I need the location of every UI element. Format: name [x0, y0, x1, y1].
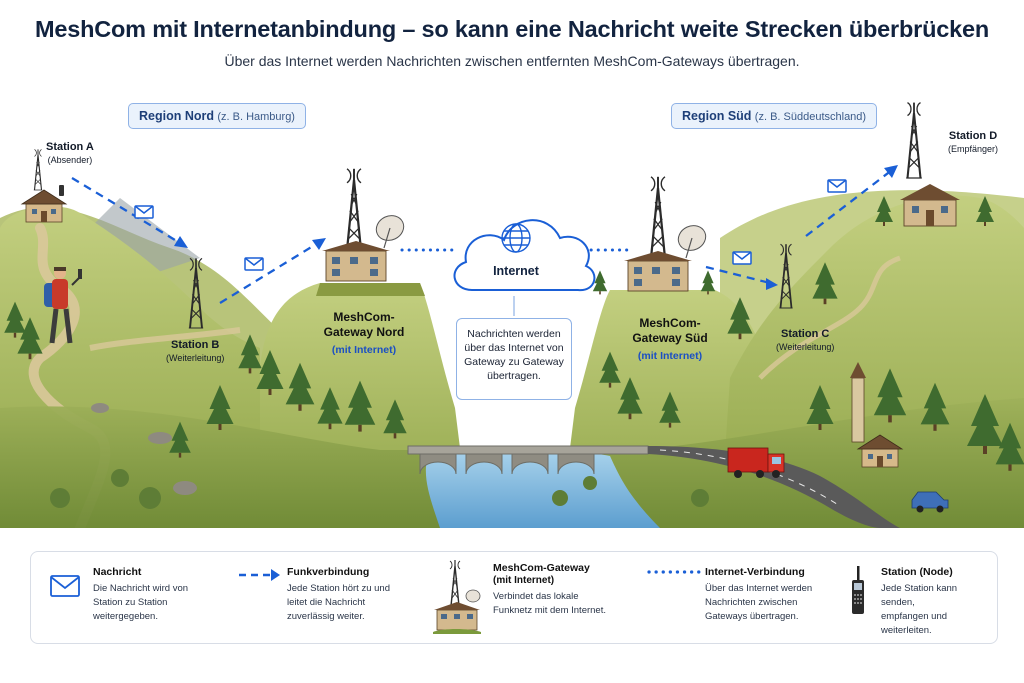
- legend-title: MeshCom-Gateway: [493, 562, 590, 574]
- legend-title: Funkverbindung: [287, 566, 370, 578]
- landscape-illustration: Internet: [0, 101, 1024, 528]
- station-d-label: Station D (Empfänger): [948, 130, 998, 154]
- station-a-role: (Absender): [47, 155, 93, 165]
- gateway-nord-line1: MeshCom-: [333, 310, 395, 324]
- legend-title: Internet-Verbindung: [705, 566, 805, 578]
- region-sued-name: Region Süd: [682, 109, 752, 123]
- gateway-nord-line2: Gateway Nord: [323, 325, 405, 339]
- region-nord-tag: Region Nord (z. B. Hamburg): [128, 103, 306, 129]
- gateway-icon: [433, 560, 481, 634]
- page-subtitle: Über das Internet werden Nachrichten zwi…: [224, 53, 800, 69]
- legend-item-funkverbindung: Funkverbindung Jede Station hört zu und …: [287, 566, 427, 624]
- legend-title-sub: (mit Internet): [493, 575, 555, 586]
- station-c-label: Station C (Weiterleitung): [776, 328, 834, 352]
- internet-info-line: übertragen.: [487, 370, 541, 382]
- station-c-role: (Weiterleitung): [776, 342, 835, 352]
- legend-item-station: Station (Node) Jede Station kann senden,…: [881, 566, 993, 638]
- gateway-sued-line1: MeshCom-: [639, 316, 701, 330]
- page-title: MeshCom mit Internetanbindung – so kann …: [34, 16, 990, 42]
- region-nord-sub: (z. B. Hamburg): [217, 111, 295, 123]
- station-d-role: (Empfänger): [948, 144, 999, 154]
- gateway-nord-note: (mit Internet): [331, 344, 397, 356]
- legend-desc: Jede Station hört zu und leitet die Nach…: [287, 583, 390, 622]
- internet-label: Internet: [493, 264, 540, 278]
- station-c-name: Station C: [781, 328, 830, 340]
- station-b-label: Station B (Weiterleitung): [166, 339, 224, 363]
- station-a-label: Station A (Absender): [46, 141, 94, 165]
- legend-desc: Verbindet das lokale Funknetz mit dem In…: [493, 591, 606, 616]
- legend-desc: Die Nachricht wird von Station zu Statio…: [93, 583, 189, 622]
- station-a-name: Station A: [46, 141, 94, 153]
- internet-info-box: Nachrichten werden über das Internet von…: [456, 318, 572, 400]
- dashed-arrow-icon: [239, 569, 280, 581]
- legend-item-internet: Internet-Verbindung Über das Internet we…: [705, 566, 845, 624]
- gateway-sued-note: (mit Internet): [637, 350, 703, 362]
- legend-title: Station (Node): [881, 566, 953, 578]
- region-sued-sub: (z. B. Süddeutschland): [754, 111, 867, 123]
- legend-desc: Über das Internet werden Nachrichten zwi…: [705, 583, 813, 622]
- legend: Nachricht Die Nachricht wird von Station…: [30, 551, 998, 644]
- gateway-sued-line2: Gateway Süd: [632, 331, 708, 345]
- internet-info-line: Gateway zu Gateway: [464, 356, 564, 368]
- dotted-line-icon: [647, 570, 701, 574]
- envelope-icon: [50, 575, 80, 597]
- legend-item-nachricht: Nachricht Die Nachricht wird von Station…: [93, 566, 223, 624]
- radio-icon: [852, 566, 864, 614]
- internet-info-line: über das Internet von: [464, 342, 564, 354]
- region-sued-tag: Region Süd (z. B. Süddeutschland): [671, 103, 878, 129]
- gateway-nord-label: MeshCom- Gateway Nord (mit Internet): [316, 310, 412, 356]
- station-b-name: Station B: [171, 339, 220, 351]
- station-d-name: Station D: [948, 130, 998, 142]
- internet-info-line: Nachrichten werden: [467, 328, 561, 340]
- station-b-role: (Weiterleitung): [166, 353, 225, 363]
- legend-item-gateway: MeshCom-Gateway (mit Internet) Verbindet…: [493, 562, 643, 618]
- legend-desc: Jede Station kann senden, empfangen und …: [881, 583, 958, 636]
- gateway-sued-label: MeshCom- Gateway Süd (mit Internet): [622, 316, 718, 362]
- legend-title: Nachricht: [93, 566, 142, 578]
- region-nord-name: Region Nord: [139, 109, 214, 123]
